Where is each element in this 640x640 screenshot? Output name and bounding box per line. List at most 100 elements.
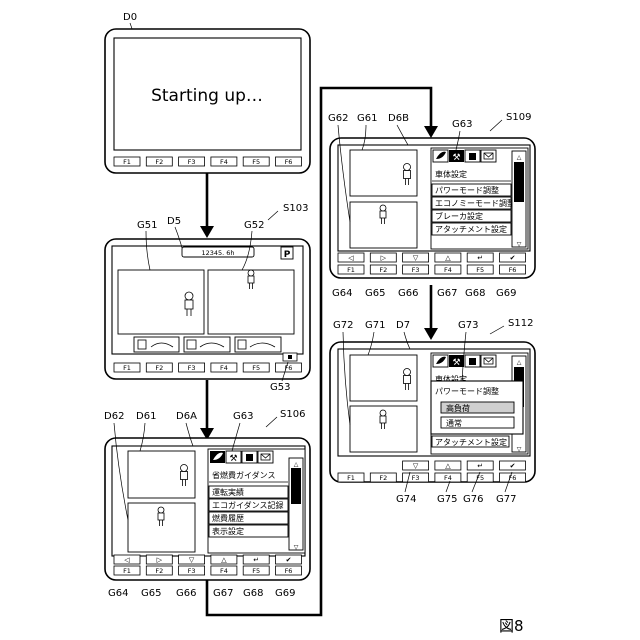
option-label: 高負荷 bbox=[446, 403, 470, 413]
function-key-label: F5 bbox=[476, 266, 484, 274]
ref-g72: G72 bbox=[333, 320, 353, 331]
ref-g66: G66 bbox=[398, 288, 418, 299]
confirm-icon: ✔ bbox=[286, 556, 292, 564]
right-icon: ▷ bbox=[157, 556, 163, 564]
left-icon: ◁ bbox=[348, 254, 354, 262]
ref-g61: G61 bbox=[357, 113, 377, 124]
function-key-label: F1 bbox=[347, 266, 355, 274]
step-s106: S106 bbox=[280, 409, 305, 420]
function-key-label: F3 bbox=[188, 364, 196, 372]
svg-text:▽: ▽ bbox=[294, 544, 299, 551]
hour-meter-value: 12345. 6h bbox=[201, 249, 234, 257]
ref-g69: G69 bbox=[496, 288, 516, 299]
ref-g75: G75 bbox=[437, 494, 457, 505]
function-key-label: F2 bbox=[379, 266, 387, 274]
screen-d0: D0 Starting up… F1 F2 F3 F4 F5 F6 bbox=[105, 12, 310, 173]
function-key-label: F5 bbox=[252, 567, 260, 575]
ref-g62: G62 bbox=[328, 113, 348, 124]
confirm-icon: ✔ bbox=[510, 462, 516, 470]
ref-g67: G67 bbox=[213, 588, 233, 599]
ref-g65: G65 bbox=[141, 588, 161, 599]
menu-title: 省燃費ガイダンス bbox=[212, 470, 276, 480]
function-key-label: F6 bbox=[285, 158, 293, 166]
ref-d61: D61 bbox=[136, 411, 156, 422]
return-icon: ↵ bbox=[253, 556, 259, 564]
ref-g68: G68 bbox=[465, 288, 485, 299]
ref-d5: D5 bbox=[167, 216, 181, 227]
ref-g69: G69 bbox=[275, 588, 295, 599]
ref-g77: G77 bbox=[496, 494, 516, 505]
ref-d62: D62 bbox=[104, 411, 124, 422]
function-key-label: F6 bbox=[285, 567, 293, 575]
function-key-label: F4 bbox=[220, 158, 228, 166]
right-icon: ▷ bbox=[381, 254, 387, 262]
function-key-label: F1 bbox=[123, 567, 131, 575]
popup-title: パワーモード調整 bbox=[435, 386, 499, 396]
ref-g64: G64 bbox=[332, 288, 352, 299]
confirm-icon: ✔ bbox=[510, 254, 516, 262]
mail-tab-icon[interactable] bbox=[481, 150, 496, 162]
function-key-label: F2 bbox=[155, 567, 163, 575]
svg-text:▽: ▽ bbox=[517, 241, 522, 248]
function-key-label: F3 bbox=[412, 266, 420, 274]
step-s112: S112 bbox=[508, 318, 533, 329]
svg-text:△: △ bbox=[517, 359, 522, 366]
ref-d7: D7 bbox=[396, 320, 410, 331]
svg-text:⚒: ⚒ bbox=[452, 358, 460, 368]
function-key-label: F5 bbox=[252, 158, 260, 166]
ref-g66: G66 bbox=[176, 588, 196, 599]
screen-d6a: S106 ⚒ 省燃費ガイダンス 運転実績エコガイダンス記録燃費履 bbox=[104, 409, 310, 599]
function-key-label: F3 bbox=[188, 158, 196, 166]
menu-item-label: パワーモード調整 bbox=[435, 185, 499, 195]
svg-text:△: △ bbox=[294, 461, 299, 468]
menu-item-label: エコノミーモード調整 bbox=[435, 198, 515, 208]
svg-text:⚒: ⚒ bbox=[229, 454, 237, 464]
svg-text:P: P bbox=[284, 250, 291, 260]
down-icon: ▽ bbox=[189, 556, 195, 564]
ref-g53: G53 bbox=[270, 382, 290, 393]
step-s109: S109 bbox=[506, 112, 531, 123]
ref-g64: G64 bbox=[108, 588, 128, 599]
ref-d6b: D6B bbox=[388, 113, 409, 124]
function-key-label: F3 bbox=[412, 474, 420, 482]
ref-g63: G63 bbox=[452, 119, 472, 130]
menu-item-label: 運転実績 bbox=[212, 487, 244, 497]
mail-tab-icon[interactable] bbox=[258, 451, 273, 463]
menu-item-label: アタッチメント設定 bbox=[435, 224, 507, 234]
mail-tab-icon[interactable] bbox=[481, 355, 496, 367]
ref-g67: G67 bbox=[437, 288, 457, 299]
svg-text:⚒: ⚒ bbox=[452, 153, 460, 163]
screen-d6b: S109 ⚒ 車体設定 パワーモード調整エコノミーモード調整ブレーカ設定ア bbox=[328, 112, 535, 299]
function-key-label: F1 bbox=[347, 474, 355, 482]
function-key-label: F4 bbox=[220, 364, 228, 372]
svg-text:△: △ bbox=[517, 154, 522, 161]
menu-item-label: エコガイダンス記録 bbox=[212, 500, 284, 510]
function-key-label: F5 bbox=[252, 364, 260, 372]
ref-d0: D0 bbox=[123, 12, 137, 23]
function-key-label: F1 bbox=[123, 158, 131, 166]
starting-up-message: Starting up… bbox=[151, 86, 263, 106]
ref-g63: G63 bbox=[233, 411, 253, 422]
function-key-label: F3 bbox=[188, 567, 196, 575]
function-key-label: F2 bbox=[155, 158, 163, 166]
option-label: 通常 bbox=[446, 418, 462, 428]
function-key-label: F6 bbox=[509, 266, 517, 274]
menu-item-label: 燃費履歴 bbox=[212, 513, 244, 523]
function-key-label: F2 bbox=[379, 474, 387, 482]
ref-g71: G71 bbox=[365, 320, 385, 331]
return-icon: ↵ bbox=[477, 462, 483, 470]
figure-number: 図8 bbox=[499, 617, 524, 635]
function-key-label: F4 bbox=[444, 266, 452, 274]
scroll-thumb[interactable] bbox=[291, 468, 301, 504]
function-key-label: F1 bbox=[123, 364, 131, 372]
menu-item-label: アタッチメント設定 bbox=[435, 437, 507, 447]
scroll-thumb[interactable] bbox=[514, 162, 524, 202]
up-icon: △ bbox=[445, 254, 451, 262]
ref-g74: G74 bbox=[396, 494, 416, 505]
ref-g68: G68 bbox=[243, 588, 263, 599]
down-icon: ▽ bbox=[413, 254, 419, 262]
ref-g51: G51 bbox=[137, 220, 157, 231]
up-icon: △ bbox=[445, 462, 451, 470]
ref-g52: G52 bbox=[244, 220, 264, 231]
